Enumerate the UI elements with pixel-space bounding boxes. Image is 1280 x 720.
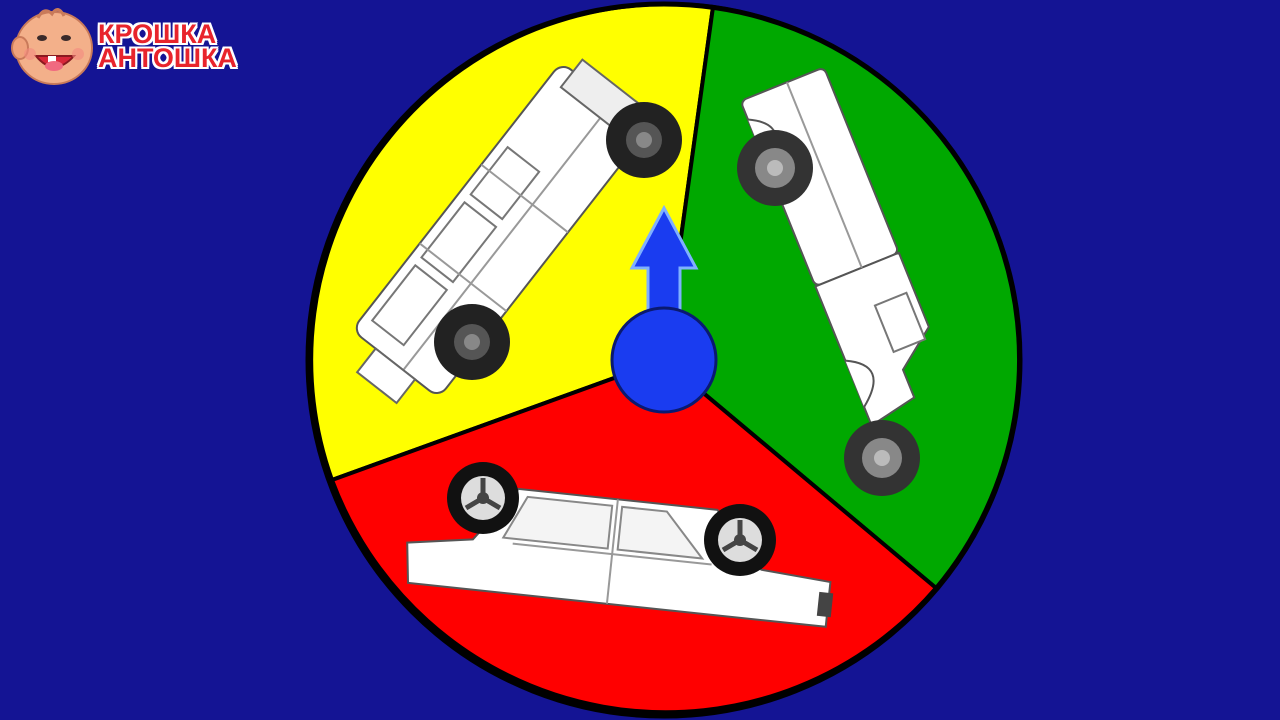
- suv-wheel-rear: [434, 304, 510, 380]
- wheel-hub[interactable]: [610, 306, 718, 414]
- brand-logo: КРОШКА АНТОШКА: [8, 4, 278, 88]
- truck-wheel-front: [844, 420, 920, 496]
- wheel-rim: [305, 1, 1023, 719]
- baby-face-icon: [11, 8, 93, 85]
- truck-wheel-rear: [737, 130, 813, 206]
- sedan-wheel-left: [447, 462, 519, 534]
- suv-wheel-front: [606, 102, 682, 178]
- logo-line-1: КРОШКА: [98, 19, 217, 49]
- brand-logo-text: КРОШКА АНТОШКА: [98, 19, 237, 73]
- sedan-wheel-right: [704, 504, 776, 576]
- pickup-truck-outline-icon: [741, 68, 930, 428]
- logo-line-2: АНТОШКА: [98, 43, 237, 73]
